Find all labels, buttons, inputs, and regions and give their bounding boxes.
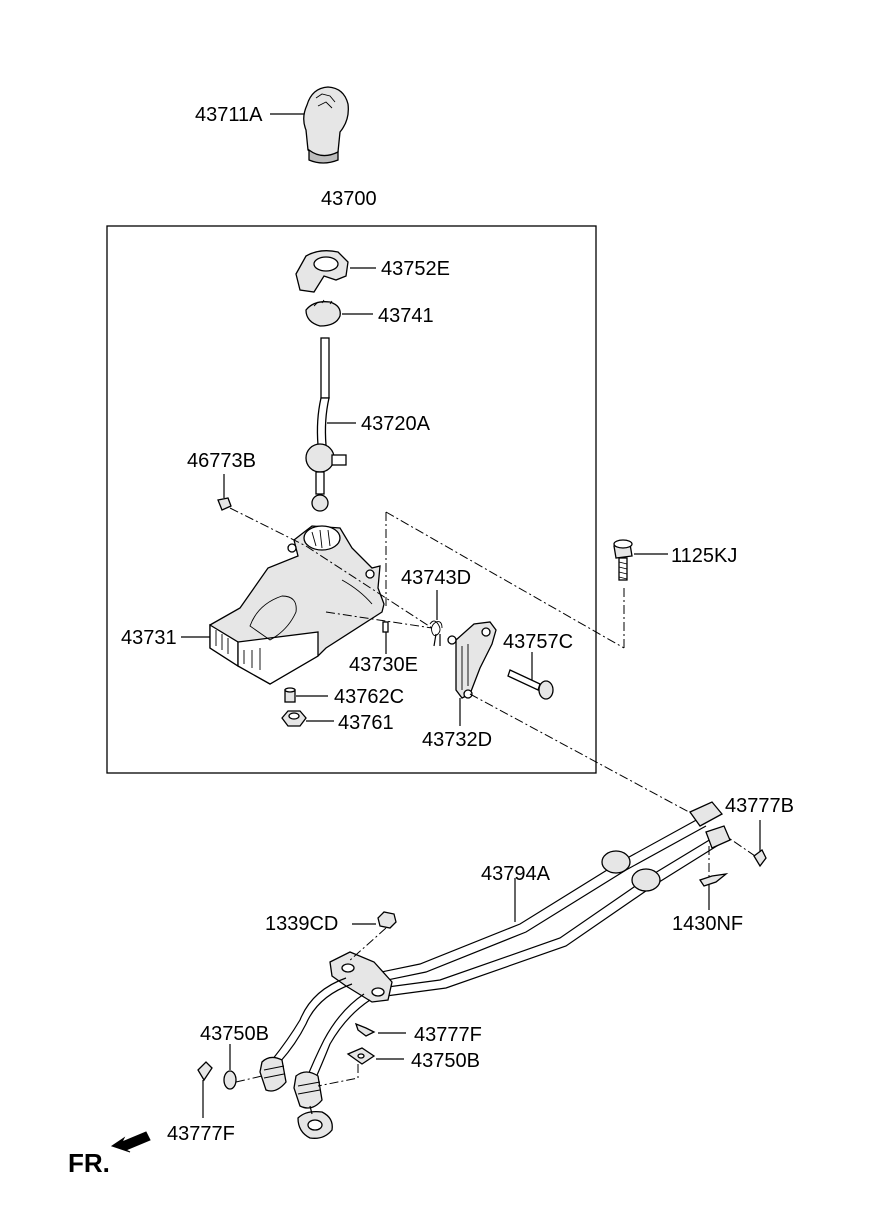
collar-43762c[interactable] [284, 687, 296, 703]
label-43777f-left: 43777F [167, 1123, 235, 1145]
label-1430nf: 1430NF [672, 913, 743, 935]
label-43743d: 43743D [401, 567, 471, 589]
clip-43777f-left[interactable] [197, 1061, 213, 1082]
label-43777b: 43777B [725, 795, 794, 817]
shift-lever[interactable] [305, 337, 347, 512]
label-43762c: 43762C [334, 686, 404, 708]
nut-43761[interactable] [281, 710, 307, 727]
boot-retainer[interactable] [295, 250, 349, 293]
label-43730e: 43730E [349, 654, 418, 676]
clip-43777f-right[interactable] [354, 1022, 376, 1037]
label-1125kj: 1125KJ [671, 545, 737, 567]
label-1339cd: 1339CD [265, 913, 338, 935]
label-43794a: 43794A [481, 863, 551, 885]
lever-bracket[interactable] [447, 621, 497, 699]
washer-1430nf[interactable] [698, 873, 729, 887]
label-43752e: 43752E [381, 258, 450, 280]
clip-46773b[interactable] [217, 497, 232, 511]
label-43711a: 43711A [195, 104, 263, 126]
label-43731: 43731 [121, 627, 177, 649]
front-direction-arrow-icon [110, 1131, 151, 1153]
label-43700: 43700 [321, 188, 377, 210]
label-43757c: 43757C [503, 631, 573, 653]
clip-43777b[interactable] [753, 849, 767, 868]
bolt-1125kj[interactable] [613, 539, 633, 581]
washer-43750b-right[interactable] [346, 1047, 376, 1065]
shifter-housing[interactable] [209, 525, 385, 685]
label-43777f-right: 43777F [414, 1024, 482, 1046]
washer-43750b-left[interactable] [223, 1070, 237, 1090]
label-43750b-left: 43750B [200, 1023, 269, 1045]
nut-1339cd[interactable] [377, 911, 397, 929]
label-43761: 43761 [338, 712, 394, 734]
spring-43743d[interactable] [429, 620, 443, 647]
shift-cable-assembly[interactable] [259, 801, 731, 1139]
bushing[interactable] [305, 299, 341, 327]
assembly-frame [106, 225, 597, 774]
label-46773b: 46773B [187, 450, 256, 472]
label-43732d: 43732D [422, 729, 492, 751]
front-label: FR. [68, 1148, 110, 1178]
label-43750b-right: 43750B [411, 1050, 480, 1072]
label-43720a: 43720A [361, 413, 431, 435]
pin-43757c[interactable] [507, 669, 554, 700]
pin-43730e[interactable] [382, 621, 389, 633]
label-43741: 43741 [378, 305, 434, 327]
shift-knob[interactable] [303, 86, 349, 164]
